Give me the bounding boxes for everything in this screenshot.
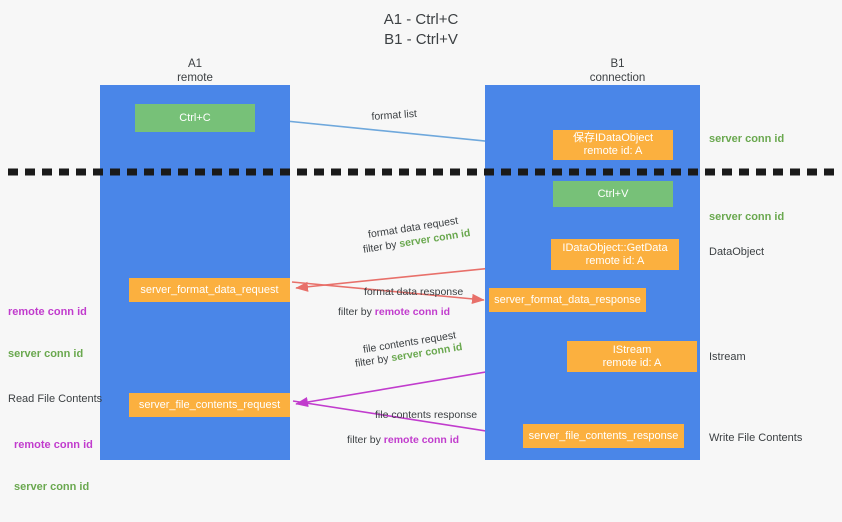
box-server-file-contents-response[interactable]: server_file_contents_response [523, 424, 684, 448]
column-header-a1: A1 remote [177, 58, 213, 84]
filter-prefix: filter by [338, 306, 375, 318]
edge-label-file-contents-response-filter: filter by remote conn id [347, 433, 459, 447]
box-idataobject[interactable]: 保存IDataObject remote id: A [553, 130, 673, 160]
box-server-format-data-request[interactable]: server_format_data_request [129, 278, 290, 302]
arrow-format-data-response [291, 281, 485, 304]
filter-prefix: filter by [347, 434, 384, 446]
title-line-2: B1 - Ctrl+V [384, 31, 458, 48]
arrow-file-contents-response [292, 400, 519, 440]
box-istream[interactable]: IStream remote id: A [567, 341, 697, 372]
side-label-server-conn-id: server conn id [8, 348, 84, 360]
side-label-write-file-contents: Write File Contents [709, 432, 803, 444]
side-label-remote-conn-id: remote conn id [8, 306, 87, 318]
side-label-remote-conn-id: remote conn id [14, 439, 93, 451]
page-title: A1 - Ctrl+C B1 - Ctrl+V [0, 10, 842, 50]
title-line-1: A1 - Ctrl+C [383, 11, 459, 28]
side-label-dataobject: DataObject [709, 246, 765, 258]
box-ctrl-c[interactable]: Ctrl+C [135, 104, 255, 132]
side-label-read-file-contents: Read File Contents [8, 393, 103, 405]
box-ctrl-v[interactable]: Ctrl+V [553, 181, 673, 207]
side-label-server-conn-id: server conn id [14, 481, 90, 493]
edge-label-format-data-response-filter: filter by remote conn id [338, 305, 450, 319]
diagram-canvas: A1 - Ctrl+C B1 - Ctrl+V A1 remote B1 conn… [0, 10, 842, 493]
side-label-conn-ids-lower: remote conn id server conn id [14, 410, 93, 522]
edge-label-format-data-response: format data response [364, 286, 464, 298]
side-label-server-conn-id-mid: server conn id [709, 211, 785, 223]
box-server-format-data-response[interactable]: server_format_data_response [489, 288, 646, 312]
filter-value-remote-conn-id: remote conn id [374, 306, 451, 318]
box-server-file-contents-request[interactable]: server_file_contents_request [129, 393, 290, 417]
side-label-istream: Istream [709, 351, 746, 363]
side-label-conn-ids-upper: remote conn id server conn id [8, 277, 87, 389]
column-header-b1: B1 connection [589, 58, 646, 84]
filter-value-remote-conn-id: remote conn id [383, 434, 460, 446]
box-idataobject-getdata[interactable]: IDataObject::GetData remote id: A [551, 239, 679, 270]
edge-label-file-contents-response: file contents response [375, 409, 478, 421]
phase-separator-dashed-line [8, 168, 834, 176]
side-label-server-conn-id-top: server conn id [709, 133, 785, 145]
